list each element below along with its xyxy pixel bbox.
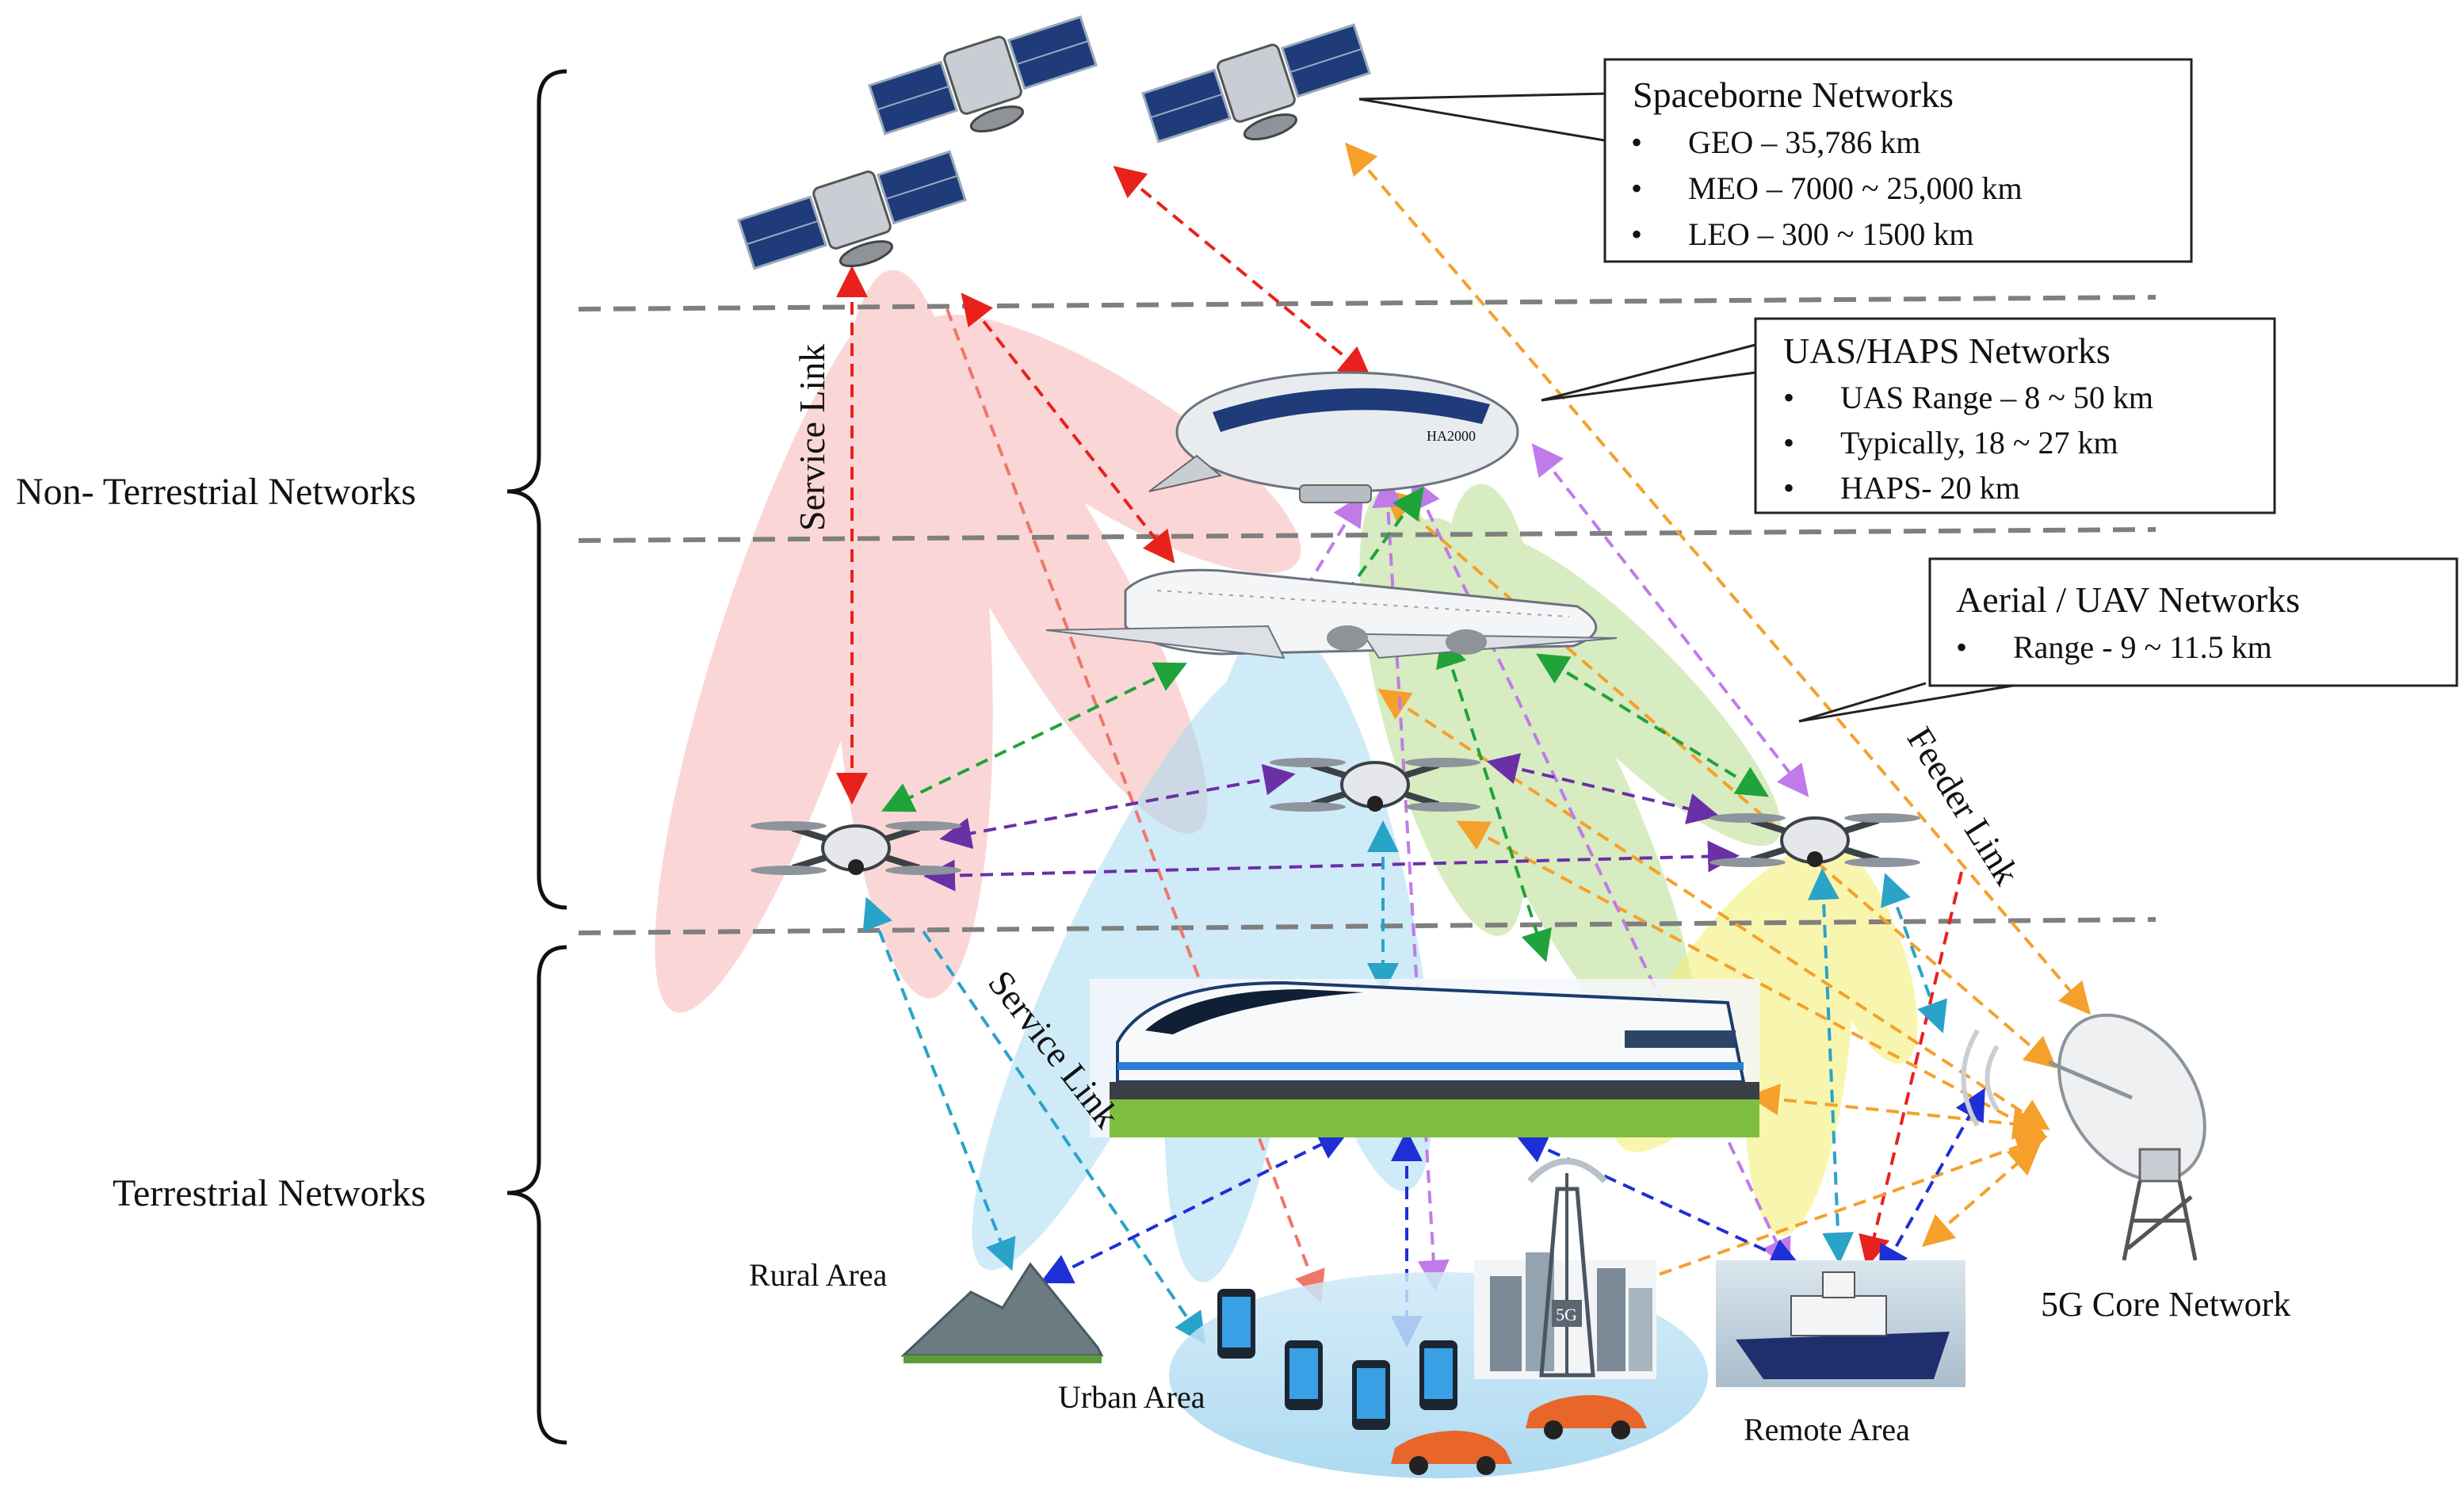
purple-link (923, 840, 1740, 892)
non-terrestrial-label: Non- Terrestrial Networks (16, 471, 416, 513)
tower-label: 5G (1556, 1305, 1577, 1324)
drone-icon (1710, 813, 1920, 867)
satellite-icon (737, 150, 967, 270)
satellite-dish-icon (1961, 1013, 2206, 1261)
uas-haps-title: UAS/HAPS Networks (1783, 331, 2111, 371)
smartphone-icon (1352, 1360, 1390, 1430)
aerial-uav-title: Aerial / UAV Networks (1956, 579, 2300, 620)
uas-haps-item-typical: Typically, 18 ~ 27 km (1840, 425, 2118, 461)
spaceborne-item-geo: GEO – 35,786 km (1688, 124, 1920, 160)
terrestrial-label: Terrestrial Networks (113, 1172, 426, 1214)
svg-text:•: • (1956, 629, 1967, 665)
spaceborne-item-meo: MEO – 7000 ~ 25,000 km (1688, 170, 2023, 206)
smartphone-icon (1217, 1289, 1255, 1359)
svg-text:•: • (1783, 380, 1794, 415)
orange-link (1921, 1142, 2042, 1248)
purple-link (1486, 753, 1720, 824)
aerial-uav-networks-box: Aerial / UAV Networks • Range - 9 ~ 11.5… (1798, 557, 2458, 723)
uas-haps-item-uas-range: UAS Range – 8 ~ 50 km (1840, 380, 2153, 415)
drone-icon (1270, 758, 1480, 812)
core-network-label: 5G Core Network (2041, 1285, 2290, 1324)
smartphone-icon (1419, 1340, 1457, 1410)
train-icon (1090, 979, 1759, 1137)
blue-link (1878, 1087, 1985, 1279)
svg-text:•: • (1631, 124, 1642, 160)
red-link (961, 292, 1175, 564)
airplane-icon (1045, 568, 1618, 659)
rural-area-label: Rural Area (749, 1257, 888, 1293)
car-icon (1391, 1431, 1512, 1475)
ship-icon (1716, 1260, 1965, 1387)
aerial-uav-item-range: Range - 9 ~ 11.5 km (2013, 629, 2272, 665)
svg-text:•: • (1631, 170, 1642, 206)
satellite-icon (1141, 23, 1371, 143)
urban-area-label: Urban Area (1058, 1379, 1205, 1415)
spaceborne-item-leo: LEO – 300 ~ 1500 km (1688, 216, 1974, 252)
purple-link (939, 763, 1296, 850)
non-terrestrial-brace (506, 69, 567, 910)
svg-text:•: • (1783, 425, 1794, 461)
blue-link (1040, 1130, 1350, 1284)
mountain-icon (900, 1262, 1104, 1363)
urban-area: 5G (1169, 1158, 1708, 1478)
spaceborne-title: Spaceborne Networks (1633, 75, 1954, 115)
separator-space-stratosphere (578, 295, 2156, 312)
spaceborne-networks-box: Spaceborne Networks • GEO – 35,786 km • … (1358, 58, 2193, 263)
svg-text:•: • (1631, 216, 1642, 252)
smartphone-icon (1285, 1340, 1323, 1410)
cell-tower-icon: 5G (1527, 1158, 1607, 1378)
uas-haps-networks-box: UAS/HAPS Networks • UAS Range – 8 ~ 50 k… (1541, 317, 2276, 514)
svg-text:•: • (1783, 470, 1794, 506)
airship-icon: HA2000 (1148, 371, 1519, 503)
red-link (1113, 166, 1372, 379)
drone-icon (751, 821, 961, 875)
car-icon (1526, 1395, 1647, 1439)
cyan-link (1881, 873, 1947, 1034)
service-link-label-vertical: Service Link (792, 344, 832, 531)
airship-label: HA2000 (1427, 428, 1476, 444)
uas-haps-item-haps: HAPS- 20 km (1840, 470, 2020, 506)
terrestrial-brace (506, 945, 567, 1445)
remote-area-label: Remote Area (1744, 1412, 1910, 1447)
satellite-icon (868, 15, 1098, 136)
